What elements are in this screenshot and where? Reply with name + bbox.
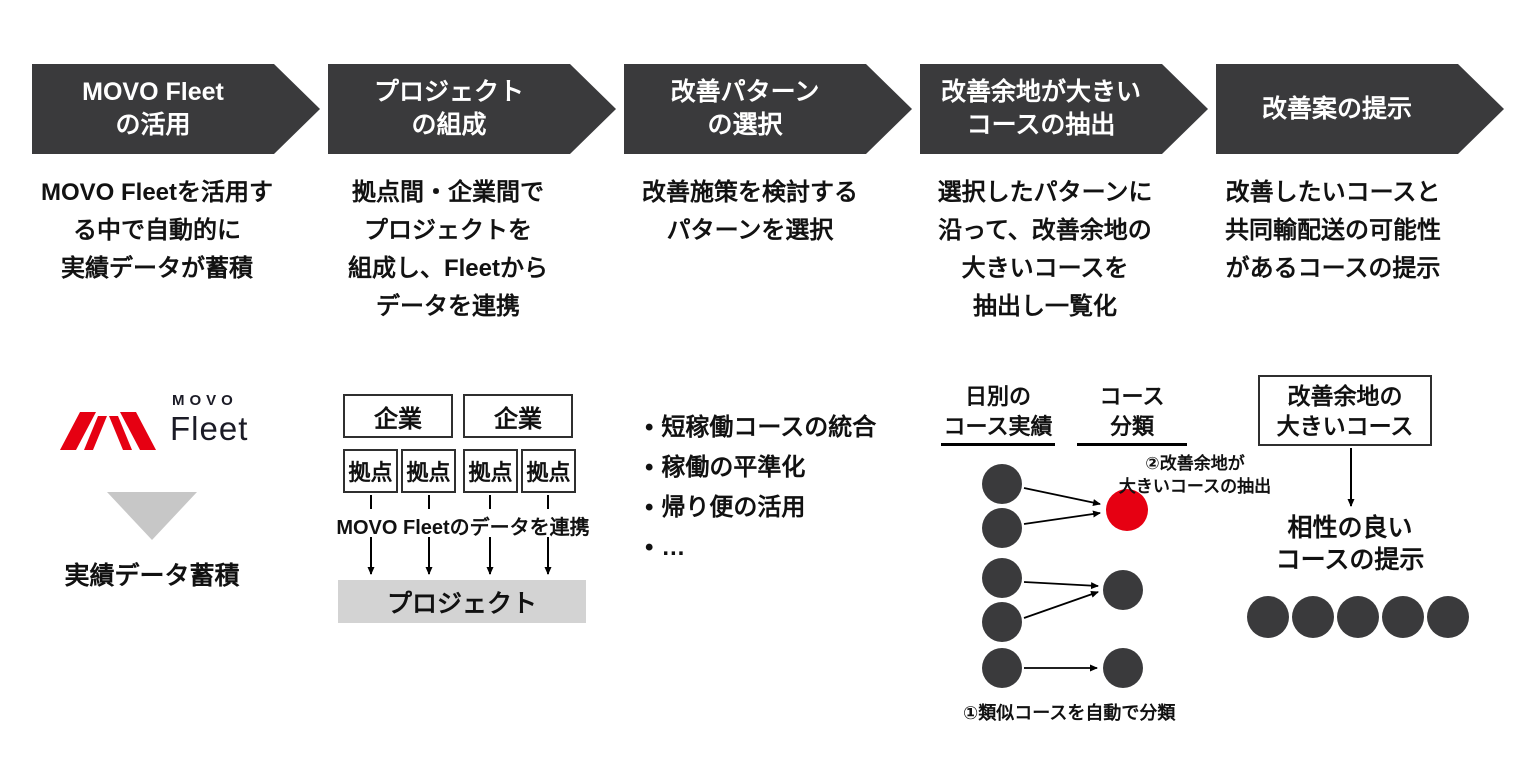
step-title-3: 改善パターン の選択 (670, 78, 820, 139)
step-description-2: 拠点間・企業間で プロジェクトを 組成し、Fleetから データを連携 (347, 179, 548, 320)
extracted-course-dot-red (1106, 489, 1148, 531)
pattern-item-3: 帰り便の活用 (645, 488, 876, 528)
pattern-item-1: 短稼働コースの統合 (645, 408, 876, 448)
pattern-list: 短稼働コースの統合 稼働の平準化 帰り便の活用 … (645, 408, 876, 568)
step-title-5: 改善案の提示 (1261, 94, 1412, 123)
base-box-4: 拠点 (521, 449, 576, 493)
note-extract: ②改善余地が 大きいコースの抽出 (1118, 454, 1272, 496)
step-title-1: MOVO Fleet の活用 (82, 78, 224, 139)
class-dot-1 (1103, 570, 1143, 610)
step-arrow-5: 改善案の提示 (1216, 64, 1504, 154)
logo-text-fleet: Fleet (170, 410, 249, 447)
class-dot-2 (1103, 648, 1143, 688)
movo-fleet-logo-icon (60, 412, 156, 450)
down-triangle-icon (107, 492, 197, 540)
daily-course-header: 日別の コース実績 (943, 384, 1053, 439)
daily-course-dot-3 (982, 558, 1022, 598)
header-underline-1 (941, 443, 1055, 446)
step-arrow-4: 改善余地が大きい コースの抽出 (920, 64, 1208, 154)
compatible-course-label: 相性の良い コースの提示 (1275, 514, 1425, 574)
daily-course-dot-5 (982, 648, 1022, 688)
result-dot-3 (1337, 596, 1379, 638)
base-box-3: 拠点 (463, 449, 518, 493)
course-class-header: コース 分類 (1099, 384, 1165, 439)
result-dot-1 (1247, 596, 1289, 638)
daily-course-dot-2 (982, 508, 1022, 548)
fleet-caption: 実績データ蓄積 (64, 562, 240, 590)
result-dot-2 (1292, 596, 1334, 638)
logo-text-movo: MOVO (172, 392, 238, 409)
base-box-1: 拠点 (343, 449, 398, 493)
step-title-2: プロジェクト の組成 (373, 78, 524, 139)
base-box-2: 拠点 (401, 449, 456, 493)
pattern-item-4: … (645, 528, 876, 568)
result-dot-5 (1427, 596, 1469, 638)
step-description-4: 選択したパターンに 沿って、改善余地の 大きいコースを 抽出し一覧化 (937, 179, 1153, 320)
daily-course-dot-4 (982, 602, 1022, 642)
company-box-2: 企業 (463, 394, 573, 438)
improvable-course-box: 改善余地の 大きいコース (1258, 375, 1432, 446)
result-dot-4 (1382, 596, 1424, 638)
step-arrow-3: 改善パターン の選択 (624, 64, 912, 154)
project-box: プロジェクト (338, 580, 586, 623)
step-description-1: MOVO Fleetを活用す る中で自動的に 実績データが蓄積 (40, 179, 274, 282)
note-classify: ①類似コースを自動で分類 (963, 703, 1176, 723)
company-box-1: 企業 (343, 394, 453, 438)
step-arrow-1: MOVO Fleet の活用 (32, 64, 320, 154)
step-arrow-2: プロジェクト の組成 (328, 64, 616, 154)
step-description-5: 改善したいコースと 共同輸配送の可能性 があるコースの提示 (1225, 179, 1441, 282)
daily-course-dot-1 (982, 464, 1022, 504)
step-description-3: 改善施策を検討する パターンを選択 (642, 179, 858, 244)
header-underline-2 (1077, 443, 1187, 446)
step-title-4: 改善余地が大きい コースの抽出 (940, 78, 1141, 139)
pattern-item-2: 稼働の平準化 (645, 448, 876, 488)
data-link-label: MOVO Fleetのデータを連携 (336, 517, 590, 539)
